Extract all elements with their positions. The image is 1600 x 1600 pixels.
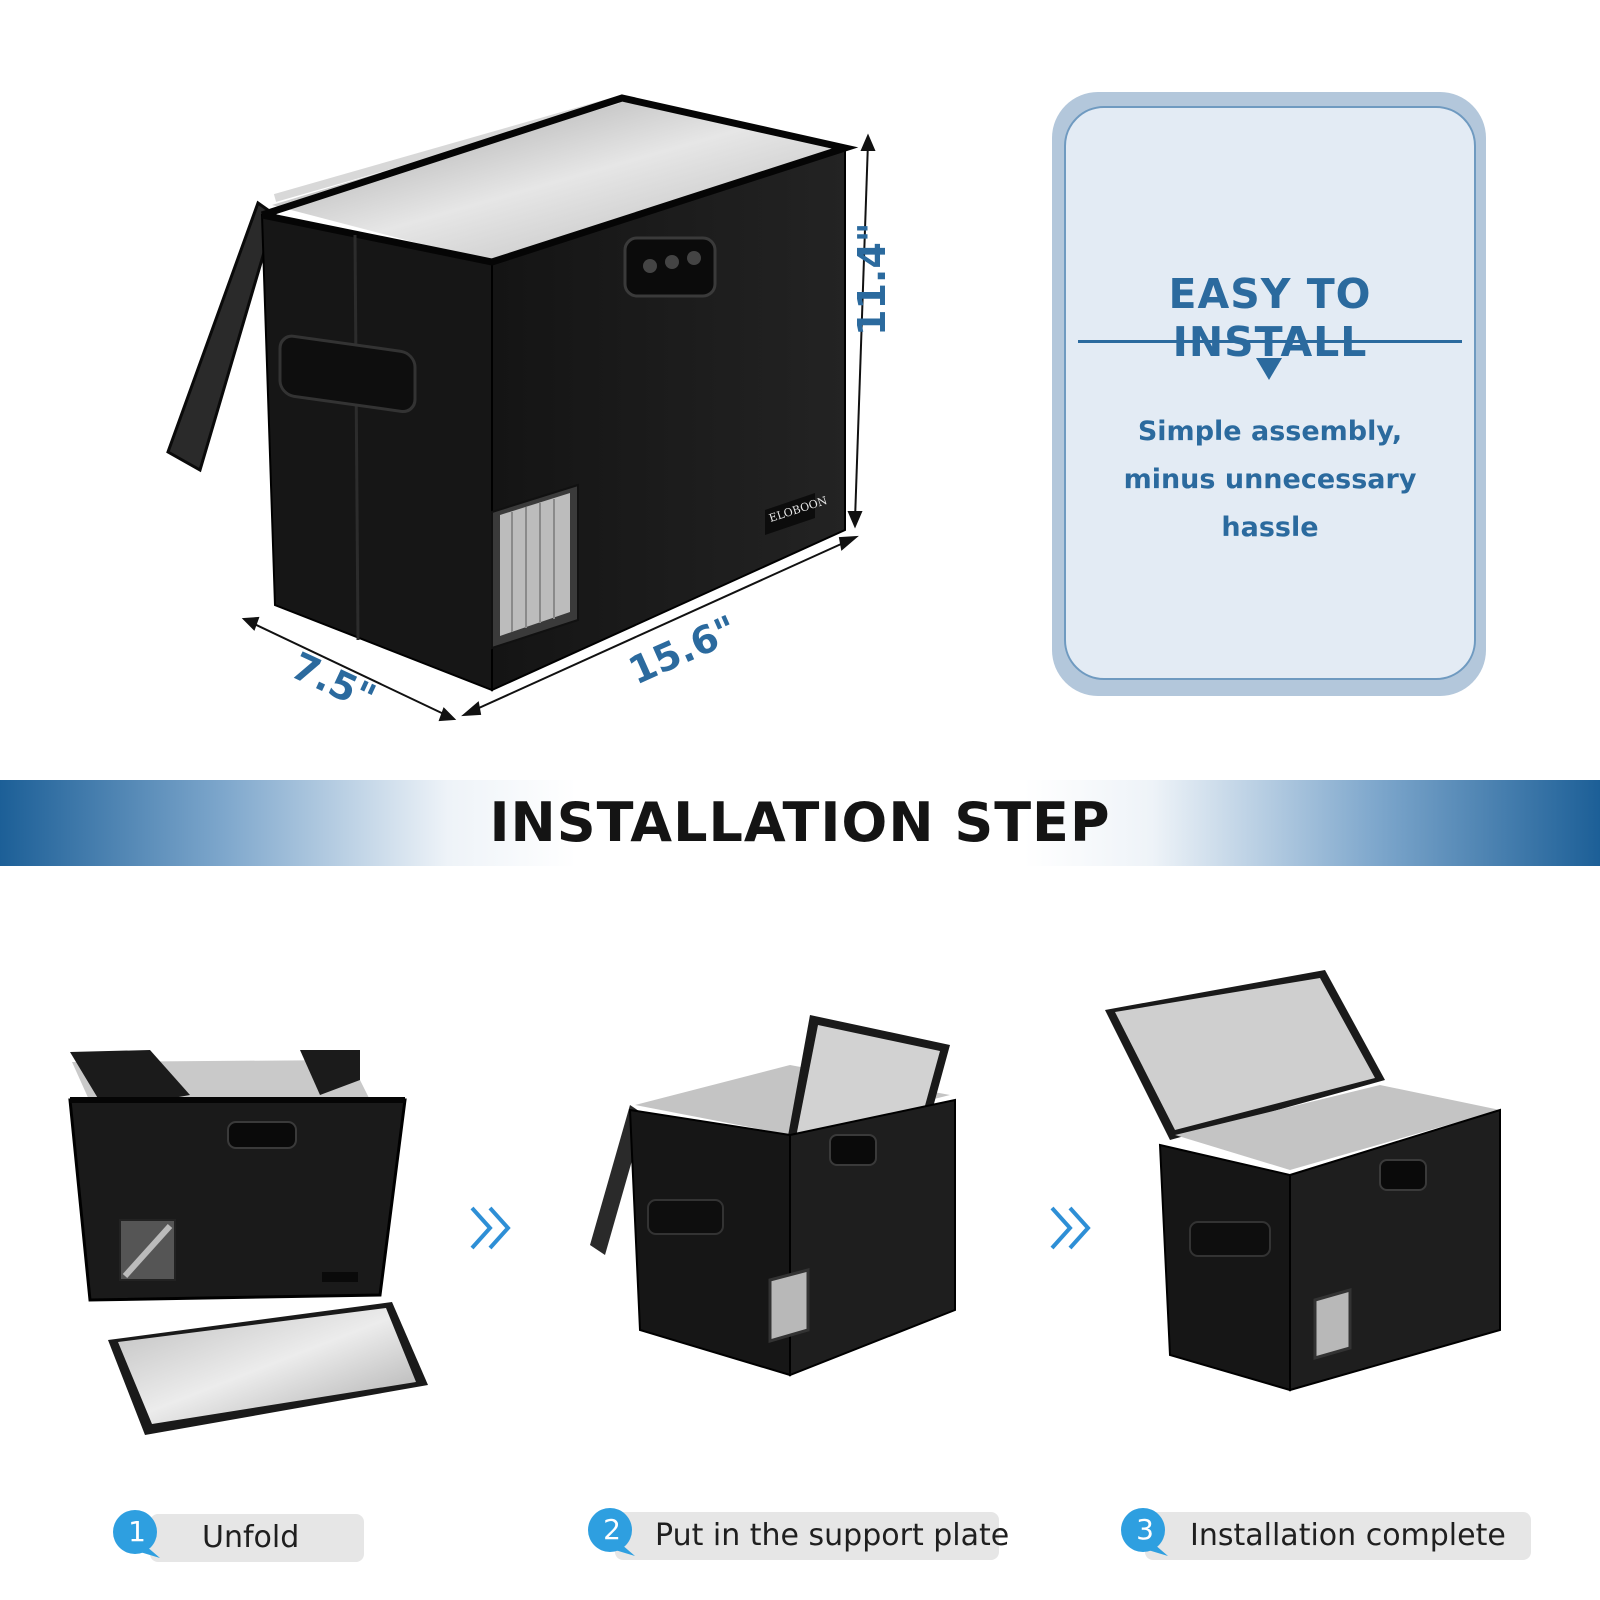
step-2-pill [615,1512,999,1560]
step-2-label: Put in the support plate [655,1518,1010,1553]
step-1-pill [150,1514,364,1562]
feature-card-line-3: hassle [1221,512,1319,543]
feature-card-line-2: minus unnecessary [1123,464,1417,495]
step-3-label: Installation complete [1190,1518,1506,1553]
section-banner [0,780,1600,866]
banner-title: INSTALLATION STEP [489,791,1111,854]
box-interior-liner [272,100,845,262]
double-chevron-right-icon [1050,1206,1091,1250]
step-3-pill [1145,1512,1531,1560]
double-chevron-right-icon [470,1206,511,1250]
step-2-illustration [590,1015,956,1377]
feature-card [1064,106,1476,680]
height-dimension: 11.4" [850,222,894,336]
step-3-number: 3 [1136,1513,1154,1546]
step-1-number: 1 [128,1515,146,1548]
speech-bubble-badge-icon [113,1510,160,1558]
step-2-number: 2 [603,1513,621,1546]
feature-card-body: Simple assembly, minus unnecessary hassl… [1064,408,1476,552]
step-1-label: Unfold [202,1520,300,1555]
feature-card-title: EASY TO INSTALL [1168,270,1372,366]
feature-card-divider [1078,340,1462,343]
speech-bubble-badge-icon [1121,1508,1168,1556]
box-lid [166,200,277,473]
down-triangle-icon [1256,358,1282,380]
main-product-illustration [166,94,876,722]
feature-card-line-1: Simple assembly, [1137,416,1403,447]
speech-bubble-badge-icon [588,1508,635,1556]
box-side-face [260,213,493,692]
dimension-lines [241,133,876,722]
step-1-illustration [68,1050,428,1435]
step-3-illustration [1105,970,1501,1392]
